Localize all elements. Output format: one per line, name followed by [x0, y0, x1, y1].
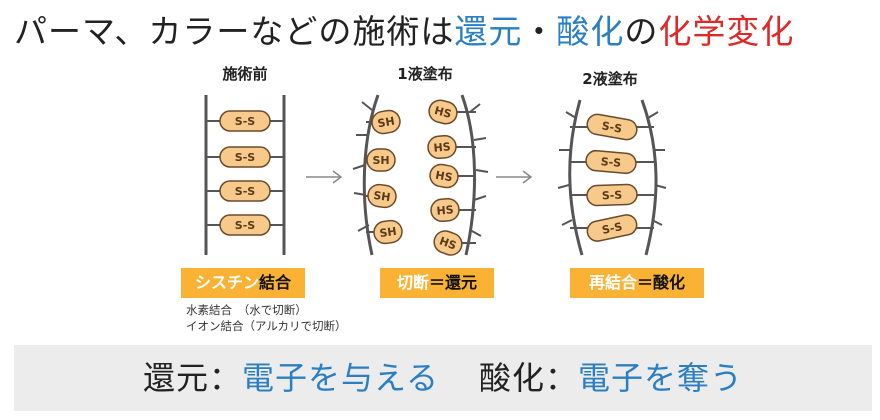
- title-part2: の: [624, 12, 659, 51]
- bond-hs-1-label: HS: [433, 104, 453, 121]
- arrow-1: [306, 170, 343, 184]
- tag-rebond-oxidation: 再結合＝酸化: [570, 268, 704, 298]
- bond-ss-before-4-label: S-S: [235, 219, 255, 232]
- bond-sh-2-label: SH: [372, 154, 389, 167]
- title-part1: パーマ、カラーなどの施術は: [14, 12, 455, 51]
- bond-ss-after-2: S-S: [585, 149, 637, 175]
- bond-hs-1: HS: [428, 99, 458, 125]
- bond-ss-before-4: S-S: [219, 214, 271, 236]
- tag-cystine-text: シスチン: [194, 273, 259, 292]
- reduction-label: 還元：: [142, 359, 242, 397]
- oxidation-label: 酸化：: [479, 359, 579, 397]
- bond-sh-3-label: SH: [373, 189, 392, 204]
- bond-ss-before-1: S-S: [219, 110, 271, 132]
- tag-cystine-bond: シスチン結合: [181, 268, 305, 298]
- definition-band: 還元：電子を与える 酸化：電子を奪う: [14, 345, 872, 411]
- bond-sh-1: SH: [371, 109, 401, 135]
- bond-ss-after-1-label: S-S: [601, 119, 623, 135]
- bond-hs-2-label: HS: [433, 140, 451, 154]
- bond-ss-after-1: S-S: [586, 113, 638, 141]
- tag-reduction-text: ＝還元: [429, 273, 478, 292]
- bond-ss-before-2-label: S-S: [235, 151, 255, 164]
- panel-first-agent: SH SH SH SH HS HS HS HS HS: [352, 94, 489, 256]
- chain-left: [362, 94, 380, 256]
- bond-hs-4-label: HS: [436, 203, 454, 217]
- tag-cut-text: 切断: [396, 273, 429, 292]
- note-hydrogen-bond: 水素結合 （水で切断）: [186, 303, 307, 317]
- bond-ss-before-3-label: S-S: [235, 185, 255, 198]
- panel-before: S-S S-S S-S S-S: [204, 95, 286, 255]
- reduction-definition: 電子を与える: [241, 359, 440, 397]
- bond-ss-before-3: S-S: [219, 180, 271, 202]
- bond-hs-3-label: HS: [434, 169, 453, 185]
- bond-sh-4-label: SH: [379, 225, 398, 240]
- bond-hs-3: HS: [429, 163, 459, 189]
- panel-second-agent: S-S S-S S-S S-S: [557, 99, 667, 256]
- bond-hs-2: HS: [427, 134, 457, 160]
- heading-second-agent: 2液塗布: [582, 70, 638, 88]
- heading-first-agent: 1液塗布: [397, 65, 453, 83]
- bond-hs-5-label: HS: [438, 234, 459, 252]
- bond-sh-2: SH: [366, 148, 396, 172]
- bond-ss-after-4: S-S: [586, 214, 638, 242]
- bond-ss-before-2: S-S: [219, 146, 271, 168]
- heading-before: 施術前: [222, 65, 268, 83]
- bond-hs-5: HS: [433, 230, 463, 256]
- bond-ss-before-1-label: S-S: [235, 115, 255, 128]
- bond-ss-after-3-label: S-S: [602, 189, 623, 203]
- chain-branches: [557, 111, 667, 226]
- bond-sh-3: SH: [367, 183, 397, 209]
- tag-bond-text: 結合: [259, 273, 292, 292]
- chain-right: [640, 99, 658, 256]
- chain-left: [568, 99, 584, 256]
- page-title: パーマ、カラーなどの施術は還元・酸化の化学変化: [14, 10, 874, 54]
- note-ionic-bond: イオン結合（アルカリで切断）: [186, 319, 347, 333]
- bond-hs-4: HS: [430, 197, 460, 223]
- chain-branches: [352, 101, 489, 237]
- oxidation-definition: 電子を奪う: [578, 359, 744, 397]
- title-dot: ・: [522, 12, 557, 51]
- title-reduction: 還元: [454, 12, 523, 51]
- bond-sh-1-label: SH: [377, 115, 396, 131]
- title-change: 化学変化: [658, 12, 795, 51]
- tag-cut-reduction: 切断＝還元: [380, 268, 494, 298]
- bond-sh-4: SH: [373, 219, 403, 245]
- arrow-2: [496, 170, 533, 184]
- tag-rebond-text: 再結合: [588, 273, 637, 292]
- title-oxidation: 酸化: [556, 12, 625, 51]
- bond-ss-after-2-label: S-S: [600, 155, 622, 170]
- bond-ss-after-4-label: S-S: [601, 220, 624, 237]
- bond-ss-after-3: S-S: [586, 183, 638, 207]
- tag-oxidation-text: ＝酸化: [637, 273, 686, 292]
